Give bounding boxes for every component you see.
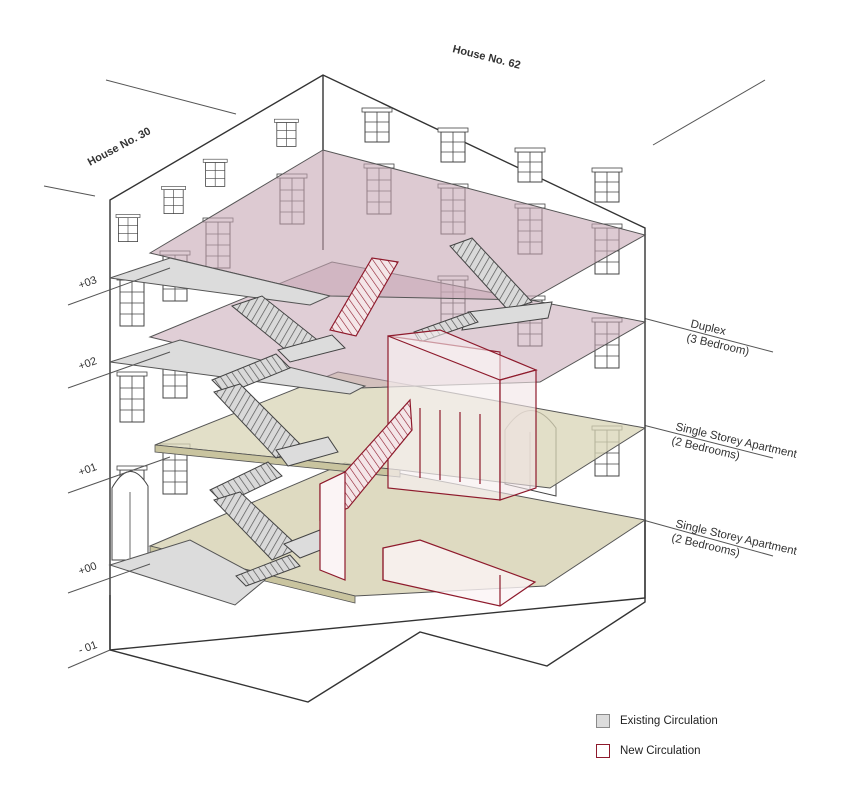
level-label-plus-00: +00 <box>77 560 99 578</box>
house-label-left: House No. 30 <box>86 125 153 168</box>
legend-label-new: New Circulation <box>620 745 701 757</box>
legend-item-existing: Existing Circulation <box>596 712 718 730</box>
existing-landing-plus-00 <box>108 539 266 606</box>
context-lines <box>43 79 774 557</box>
legend-label-existing: Existing Circulation <box>620 715 718 727</box>
existing-landing-plus-02 <box>109 339 367 395</box>
existing-circulation-swatch <box>596 714 610 728</box>
new-circulation-swatch <box>596 744 610 758</box>
level-label-minus-01: - 01 <box>77 639 99 657</box>
level-label-plus-02: +02 <box>77 355 99 373</box>
legend-item-new: New Circulation <box>596 742 718 760</box>
legend: Existing Circulation New Circulation <box>596 712 718 772</box>
house-label-right: House No. 62 <box>451 43 522 72</box>
new-circulation <box>319 257 538 607</box>
left-facade-windows <box>111 118 308 561</box>
level-label-plus-01: +01 <box>77 461 99 479</box>
unit-labels: Duplex (3 Bedroom) Single Storey Apartme… <box>670 318 798 559</box>
level-label-plus-03: +03 <box>77 274 99 292</box>
existing-stairs <box>209 237 553 587</box>
